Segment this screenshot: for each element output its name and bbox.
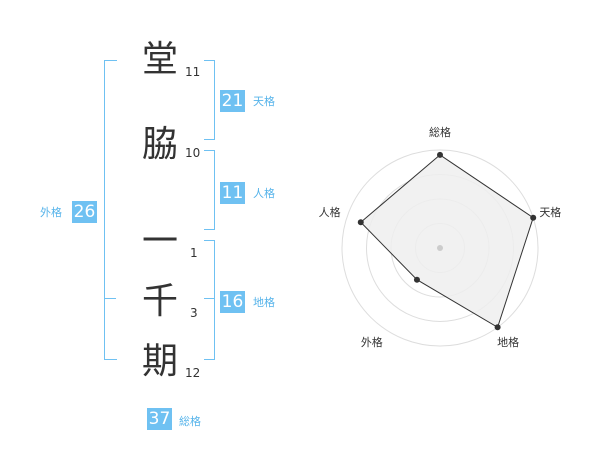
name-char-3: 一: [141, 221, 178, 262]
stroke-count-1: 11: [185, 65, 201, 79]
name-char-5: 期: [141, 341, 178, 382]
chikaku-bracket-divider: [204, 298, 214, 299]
soukaku-value: 37: [147, 408, 172, 430]
gaikaku-bracket-divider: [104, 298, 116, 299]
jinkaku-label: 人格: [253, 187, 275, 200]
jinkaku-value: 11: [220, 182, 245, 204]
soukaku-label: 総格: [179, 415, 201, 428]
gaikaku-bracket: [104, 60, 117, 360]
jinkaku-bracket: [204, 150, 215, 230]
name-char-4: 千: [141, 281, 178, 322]
stroke-count-2: 10: [185, 146, 201, 160]
radar-polygon: [360, 154, 534, 329]
radar-point-3: [413, 276, 420, 283]
stroke-count-4: 3: [190, 306, 198, 320]
radar-axis-label-4: 人格: [319, 205, 341, 219]
stroke-count-3: 1: [190, 246, 198, 260]
name-char-2: 脇: [141, 124, 178, 165]
radar-center-dot: [437, 245, 443, 251]
radar-ring-4: [341, 149, 539, 347]
radar-point-4: [357, 219, 364, 226]
name-char-1: 堂: [141, 39, 178, 80]
radar-point-0: [437, 151, 443, 158]
radar-axis-label-3: 外格: [361, 335, 383, 349]
chikaku-value: 16: [220, 291, 245, 313]
gaikaku-label: 外格: [40, 206, 62, 219]
radar-axis-label-2: 地格: [497, 335, 519, 349]
chikaku-bracket: [204, 240, 215, 360]
chikaku-label: 地格: [253, 296, 275, 309]
gaikaku-value: 26: [72, 201, 97, 223]
tenkaku-label: 天格: [253, 95, 275, 108]
radar-axis-label-1: 天格: [539, 205, 561, 219]
stroke-count-5: 12: [185, 366, 201, 380]
radar-axis-label-0: 総格: [429, 125, 451, 139]
tenkaku-bracket: [204, 60, 215, 140]
tenkaku-value: 21: [220, 90, 245, 112]
radar-point-1: [530, 214, 537, 221]
radar-point-2: [494, 324, 501, 331]
